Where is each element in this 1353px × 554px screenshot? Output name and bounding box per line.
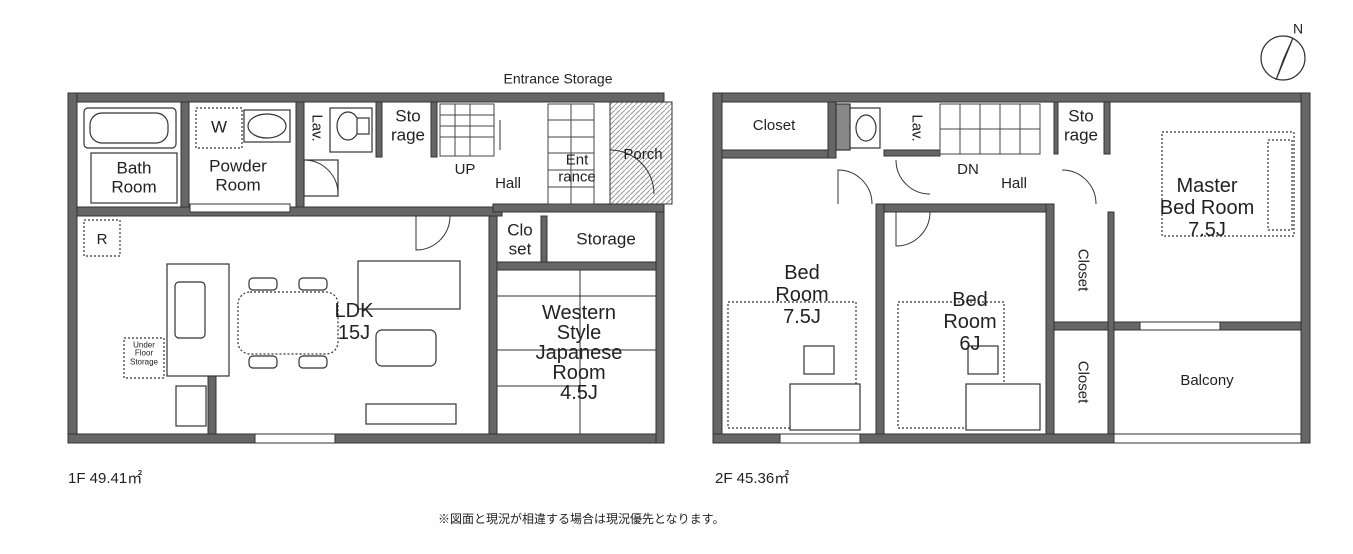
floor-1f-doors (303, 120, 655, 251)
room-label-hall-2f: Hall (1001, 174, 1027, 192)
floor-2f-doors (837, 159, 1097, 247)
compass-north-label: N (1292, 20, 1304, 37)
floor-2f-area: 2F 45.36㎡ (715, 470, 790, 487)
room-label-balcony: Balcony (1180, 371, 1234, 389)
floor-1f-area: 1F 49.41㎡ (68, 470, 143, 487)
room-label-dn: DN (957, 160, 979, 178)
floor-1f-stairs (439, 103, 595, 205)
disclaimer-note: ※図面と現況が相違する場合は現況優先となります。 (438, 512, 725, 526)
floor-1f-tatami (497, 270, 656, 434)
room-label-closet-top-2f: Closet (752, 116, 796, 134)
room-label-hall-1f: Hall (495, 174, 521, 192)
porch-hatch (609, 101, 673, 205)
room-label-up: UP (454, 160, 476, 178)
room-label-porch: Porch (623, 145, 663, 163)
floor-1f-walls (67, 92, 665, 444)
room-label-lav-1f: Lav. (308, 114, 326, 142)
room-label-storage-1f: Storage (576, 229, 636, 249)
room-label-closet-mid-2f: Closet (1074, 248, 1092, 292)
room-label-washer: W (210, 117, 228, 137)
compass-icon (1260, 35, 1306, 81)
floor-1f-windows (189, 203, 336, 444)
floor-2f-fixtures (727, 103, 1295, 431)
floor-1f-fixtures (83, 107, 461, 427)
floor-2f-stairs (939, 103, 1041, 155)
room-label-lav-2f: Lav. (908, 114, 926, 142)
floor-2f-windows (779, 321, 1302, 444)
room-label-entrance-storage: Entrance Storage (503, 70, 613, 87)
room-label-closet-low-2f: Closet (1074, 360, 1092, 404)
fridge-label: R (96, 230, 108, 248)
